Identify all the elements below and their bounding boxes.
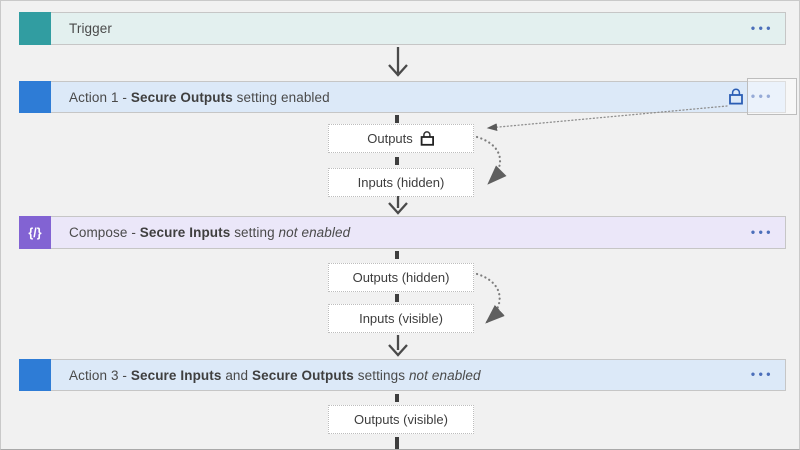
outputs-to-inputs-curve-arrow	[475, 135, 507, 185]
compose-more-options-button[interactable]: •••	[750, 224, 774, 239]
lock-icon	[420, 131, 434, 146]
action3-more-options-button[interactable]: •••	[750, 367, 774, 382]
outputs-hidden-label: Outputs (hidden)	[352, 270, 450, 285]
action1-step-bar[interactable]: Action 1 - Secure Outputs setting enable…	[19, 81, 786, 113]
down-arrow-icon	[388, 196, 408, 215]
secure-outputs-lock-badge-icon	[729, 88, 743, 105]
outputs-locked-label: Outputs	[367, 131, 413, 146]
trigger-icon	[19, 12, 51, 45]
outputs-to-inputs-curve-arrow	[475, 272, 505, 324]
outputs-visible-label: Outputs (visible)	[354, 412, 448, 427]
connector-dash	[395, 437, 399, 449]
outputs-hidden-box: Outputs (hidden)	[328, 263, 474, 292]
outputs-visible-box: Outputs (visible)	[328, 405, 474, 434]
compose-label: Compose - Secure Inputs setting not enab…	[69, 225, 351, 240]
action1-menu-highlight	[747, 78, 797, 115]
action3-step-bar[interactable]: Action 3 - Secure Inputs and Secure Outp…	[19, 359, 786, 391]
down-arrow-icon	[388, 335, 408, 357]
trigger-step-bar[interactable]: Trigger •••	[19, 12, 786, 45]
action1-icon	[19, 81, 51, 113]
connector-dash	[395, 115, 399, 123]
outputs-locked-box: Outputs	[328, 124, 474, 153]
connector-dash	[395, 251, 399, 259]
connector-dash	[395, 394, 399, 402]
connector-dash	[395, 157, 399, 165]
compose-icon: {/}	[19, 216, 51, 249]
compose-step-bar[interactable]: {/} Compose - Secure Inputs setting not …	[19, 216, 786, 249]
trigger-more-options-button[interactable]: •••	[750, 20, 774, 35]
action3-icon	[19, 359, 51, 391]
connector-dash	[395, 294, 399, 302]
lock-to-outputs-pointer-arrow	[486, 105, 728, 132]
action1-label: Action 1 - Secure Outputs setting enable…	[69, 89, 330, 105]
inputs-visible-label: Inputs (visible)	[359, 311, 443, 326]
action3-label: Action 3 - Secure Inputs and Secure Outp…	[69, 367, 481, 383]
inputs-hidden-box: Inputs (hidden)	[328, 168, 474, 197]
inputs-hidden-label: Inputs (hidden)	[357, 175, 445, 190]
trigger-label: Trigger	[69, 21, 112, 36]
down-arrow-icon	[388, 47, 408, 77]
compose-icon-glyph: {/}	[28, 225, 42, 240]
action1-more-options-button[interactable]: •••	[750, 89, 774, 104]
inputs-visible-box: Inputs (visible)	[328, 304, 474, 333]
